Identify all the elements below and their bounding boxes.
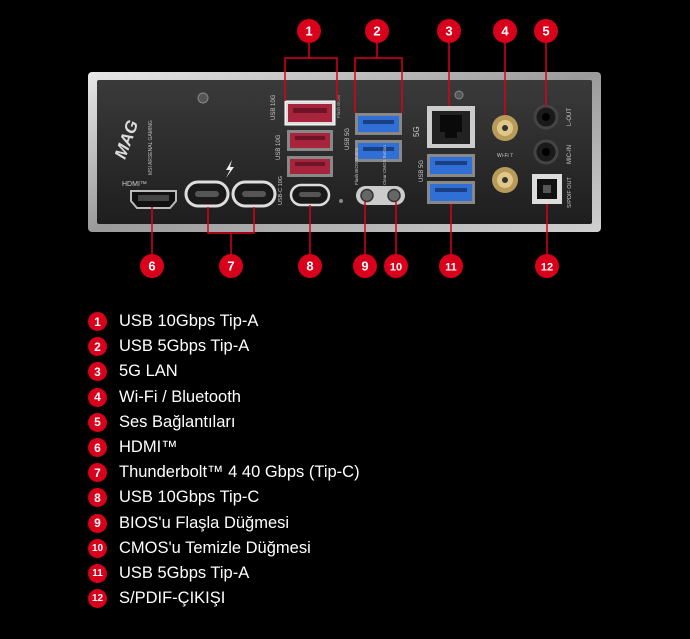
lan-label: 5G xyxy=(412,126,421,137)
legend-number-badge: 8 xyxy=(88,488,107,508)
legend-item: 7 Thunderbolt™ 4 40 Gbps (Tip-C) xyxy=(88,460,360,485)
legend-number-badge: 6 xyxy=(88,438,107,458)
hdmi-port: HDMI™ xyxy=(122,181,177,209)
callout-2: 2 xyxy=(365,19,389,43)
usb5-typea-ports-right: USB 5G xyxy=(419,154,475,204)
legend-label: S/PDIF-ÇIKIŞI xyxy=(119,589,226,608)
svg-text:1: 1 xyxy=(305,24,312,39)
usb5-typea-ports: USB 5G xyxy=(345,113,402,162)
screw-icon xyxy=(197,92,209,104)
usbc10-label: USB-C 10G xyxy=(278,176,284,205)
flash-btn-label: Flash BIOS Button xyxy=(354,147,359,185)
legend-number-badge: 2 xyxy=(88,337,107,357)
legend-label: BIOS'u Flaşla Düğmesi xyxy=(119,513,290,532)
callout-6: 6 xyxy=(140,254,164,278)
callout-3: 3 xyxy=(437,19,461,43)
legend-number-badge: 9 xyxy=(88,513,107,533)
audio-out-label: L-OUT xyxy=(567,108,573,126)
io-panel-diagram: MAG MSI ARSENAL GAMING HDMI™ USB 10G Fla… xyxy=(88,19,601,278)
legend-label: HDMI™ xyxy=(119,438,178,457)
legend-number-badge: 5 xyxy=(88,412,107,432)
callout-12: 12 xyxy=(535,254,559,278)
wifi-antenna-connectors: Wi-Fi 7 xyxy=(492,115,518,193)
legend-number-badge: 10 xyxy=(88,538,107,558)
led-icon xyxy=(339,199,343,203)
callout-7: 7 xyxy=(219,254,243,278)
callout-5: 5 xyxy=(534,19,558,43)
callout-11: 11 xyxy=(439,254,463,278)
svg-text:10: 10 xyxy=(390,262,402,274)
legend-label: USB 10Gbps Tip-A xyxy=(119,312,259,331)
legend-item: 12 S/PDIF-ÇIKIŞI xyxy=(88,586,360,611)
screw-icon xyxy=(454,90,464,100)
thunderbolt-ports xyxy=(184,180,277,208)
callout-8: 8 xyxy=(298,254,322,278)
lan-port: 5G xyxy=(412,106,475,148)
legend-number-badge: 7 xyxy=(88,463,107,483)
callout-10: 10 xyxy=(384,254,408,278)
hdmi-port-label: HDMI™ xyxy=(122,181,147,188)
callout-circles: 1 2 3 4 5 6 7 8 9 10 11 12 xyxy=(140,19,559,278)
legend-item: 3 5G LAN xyxy=(88,359,360,384)
legend-item: 11 USB 5Gbps Tip-A xyxy=(88,561,360,586)
svg-text:8: 8 xyxy=(306,259,313,274)
usb10-typea-ports: USB 10G Flash BIOS USB 10G xyxy=(271,94,341,177)
flash-bios-small-label: Flash BIOS xyxy=(336,95,341,118)
callout-leader-lines xyxy=(151,42,548,257)
legend-number-badge: 4 xyxy=(88,387,107,407)
svg-text:7: 7 xyxy=(227,259,234,274)
spdif-port: S/PDIF OUT xyxy=(532,174,573,208)
legend-item: 1 USB 10Gbps Tip-A xyxy=(88,309,360,334)
usb10-label-mid: USB 10G xyxy=(276,134,282,160)
legend-item: 2 USB 5Gbps Tip-A xyxy=(88,334,360,359)
legend-item: 10 CMOS'u Temizle Düğmesi xyxy=(88,536,360,561)
legend-label: USB 5Gbps Tip-A xyxy=(119,563,250,582)
callout-4: 4 xyxy=(493,19,517,43)
svg-text:9: 9 xyxy=(361,259,368,274)
spdif-label: S/PDIF OUT xyxy=(567,176,573,208)
thunderbolt-icon xyxy=(226,160,234,178)
svg-text:6: 6 xyxy=(148,259,155,274)
legend-label: CMOS'u Temizle Düğmesi xyxy=(119,538,311,557)
panel-logo-sub: MSI ARSENAL GAMING xyxy=(148,120,154,175)
legend-item: 5 Ses Bağlantıları xyxy=(88,410,360,435)
legend-label: Thunderbolt™ 4 40 Gbps (Tip-C) xyxy=(119,463,360,482)
usb10-label-top: USB 10G xyxy=(271,94,277,120)
svg-text:4: 4 xyxy=(501,24,509,39)
cmos-btn-label: Clear CMOS Button xyxy=(382,145,387,185)
legend-label: Ses Bağlantıları xyxy=(119,412,236,431)
legend-label: USB 10Gbps Tip-C xyxy=(119,488,260,507)
audio-in-label: MIC-IN xyxy=(567,145,573,164)
legend-item: 4 Wi-Fi / Bluetooth xyxy=(88,385,360,410)
legend-number-badge: 12 xyxy=(88,589,107,609)
legend-item: 8 USB 10Gbps Tip-C xyxy=(88,485,360,510)
legend-item: 6 HDMI™ xyxy=(88,435,360,460)
legend-label: 5G LAN xyxy=(119,362,178,381)
svg-text:2: 2 xyxy=(373,24,380,39)
audio-jacks: L-OUT MIC-IN xyxy=(533,104,573,165)
callout-9: 9 xyxy=(353,254,377,278)
legend-item: 9 BIOS'u Flaşla Düğmesi xyxy=(88,511,360,536)
legend-number-badge: 3 xyxy=(88,362,107,382)
usb5-label: USB 5G xyxy=(345,128,351,150)
usb5-right-label: USB 5G xyxy=(419,160,425,182)
legend-number-badge: 11 xyxy=(88,563,107,583)
svg-text:11: 11 xyxy=(445,262,457,274)
flash-cmos-buttons: Flash BIOS Button Clear CMOS Button xyxy=(354,145,405,205)
svg-text:5: 5 xyxy=(542,24,549,39)
legend-number-badge: 1 xyxy=(88,312,107,332)
callout-1: 1 xyxy=(297,19,321,43)
wifi-label: Wi-Fi 7 xyxy=(497,153,513,159)
legend-label: Wi-Fi / Bluetooth xyxy=(119,387,241,406)
legend-label: USB 5Gbps Tip-A xyxy=(119,337,250,356)
svg-text:12: 12 xyxy=(541,262,553,274)
svg-text:3: 3 xyxy=(445,24,452,39)
